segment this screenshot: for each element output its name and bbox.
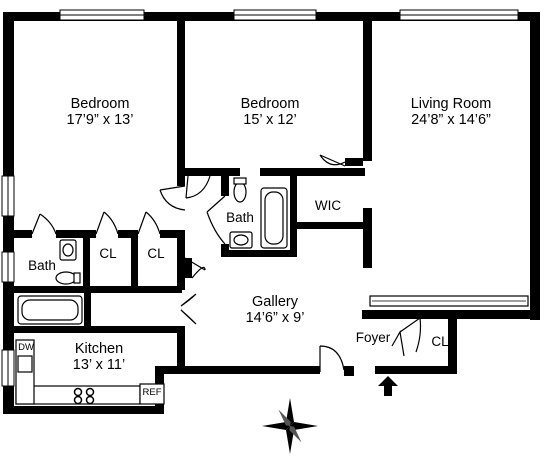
refrigerator-box — [139, 383, 165, 405]
room-dims: 17’9” x 13’ — [66, 112, 134, 129]
room-living-room: Living Room 24’8” x 14’6” — [396, 96, 506, 128]
doors — [31, 154, 422, 372]
room-name: Bath — [226, 210, 254, 225]
room-closet-2: CL — [141, 246, 171, 261]
room-name: Bedroom — [240, 96, 300, 112]
toilet-center — [233, 181, 247, 203]
fixture-name: REF — [142, 387, 162, 398]
room-bath-left: Bath — [22, 258, 62, 273]
room-foyer: Foyer — [348, 330, 398, 345]
room-dims: 15’ x 12’ — [243, 112, 297, 129]
room-bedroom-1: Bedroom 17’9” x 13’ — [58, 96, 142, 128]
compass-rose-icon — [262, 398, 318, 454]
room-name: Bath — [28, 258, 56, 273]
room-closet-1: CL — [93, 246, 123, 261]
room-kitchen: Kitchen 13’ x 11’ — [56, 341, 142, 373]
room-name: Kitchen — [74, 341, 124, 357]
room-gallery: Gallery 14’6” x 9’ — [230, 294, 320, 326]
room-name: Bedroom — [70, 96, 130, 112]
interior-walls — [14, 21, 372, 374]
room-name: Foyer — [355, 330, 391, 345]
room-name: WIC — [314, 198, 342, 213]
stove — [73, 387, 95, 405]
room-wic: WIC — [306, 198, 350, 213]
toilet-left — [55, 271, 77, 285]
room-dims: 13’ x 11’ — [72, 357, 126, 374]
label-refrigerator: REF — [140, 387, 164, 399]
room-bedroom-2: Bedroom 15’ x 12’ — [228, 96, 312, 128]
fixtures — [15, 177, 529, 405]
entry-arrow-icon — [378, 376, 398, 396]
room-name: CL — [147, 246, 165, 261]
room-name: CL — [99, 246, 117, 261]
room-dims: 24’8” x 14’6” — [411, 112, 491, 129]
label-dishwasher: DW — [17, 342, 35, 354]
room-name: Living Room — [410, 96, 492, 112]
room-bath-center: Bath — [220, 210, 260, 225]
room-dims: 14’6” x 9’ — [245, 310, 305, 327]
room-name: Gallery — [252, 294, 298, 310]
fixture-name: DW — [18, 342, 34, 353]
room-closet-foyer: CL — [425, 334, 455, 349]
room-name: CL — [431, 334, 449, 349]
